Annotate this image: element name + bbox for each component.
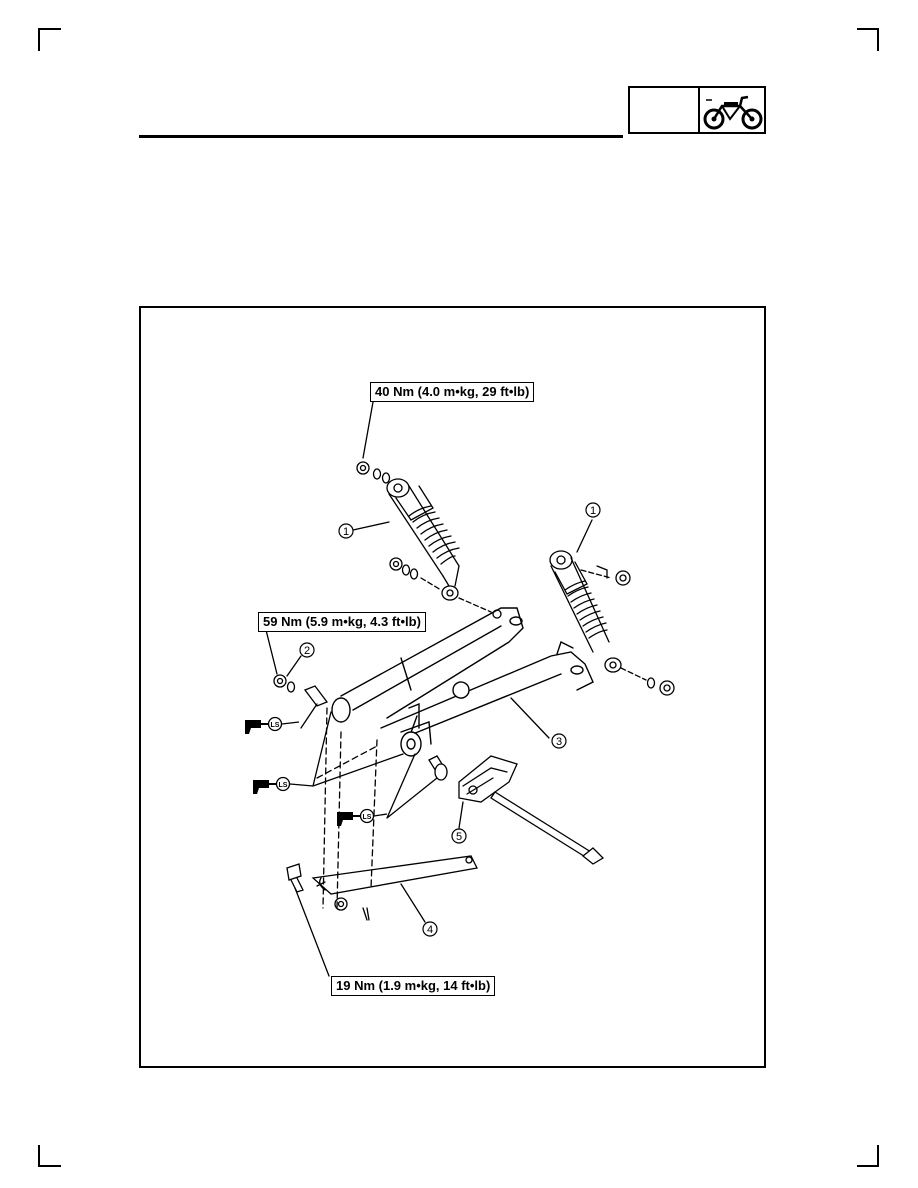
diagram-frame: LS LS LS 1 1 2 3 5 (139, 306, 766, 1068)
leader-part-4 (400, 883, 426, 923)
right-shock-top-bolt (580, 565, 631, 586)
grease-symbol-2: LS (253, 776, 314, 794)
callout-shock-left: 1 (343, 526, 349, 538)
torque-spec-top-nut: 40 Nm (4.0 m•kg, 29 ft•lb) (370, 382, 535, 402)
section-tab-divider (698, 88, 700, 132)
left-shock-lower-nut (389, 557, 502, 619)
right-shock-lower-nut (620, 667, 675, 696)
callout-part-4: 4 (427, 924, 433, 936)
left-shock-absorber (386, 478, 460, 601)
alignment-lines (316, 707, 378, 909)
brake-arm-bolt (286, 863, 304, 893)
leader-part-5 (458, 801, 464, 829)
grease-symbol-3: LS (337, 808, 388, 826)
leader-grease-1 (300, 703, 318, 729)
chain-guide (458, 755, 518, 803)
leader-swingarm (510, 697, 550, 739)
leader-pivot-torque (264, 625, 278, 675)
leader-bottom-torque (294, 887, 330, 977)
torque-spec-bottom-bolt: 19 Nm (1.9 m•kg, 14 ft•lb) (331, 976, 496, 996)
brake-arm (311, 855, 478, 895)
bushings (303, 685, 448, 781)
shock-top-nut (356, 461, 391, 484)
callout-shock-right: 1 (590, 505, 596, 517)
crop-mark-top-right (857, 28, 879, 51)
pivot-shaft (490, 791, 605, 865)
crop-mark-bottom-left (38, 1145, 61, 1167)
rear-suspension-exploded-view: LS LS LS 1 1 2 3 5 (245, 401, 675, 977)
callout-part-2: 2 (304, 645, 310, 657)
right-shock-absorber (549, 550, 622, 673)
grease-symbol-1: LS (245, 716, 300, 734)
callout-swingarm: 3 (556, 736, 562, 748)
callout-part-5: 5 (456, 831, 462, 843)
grease-label-3: LS (363, 814, 372, 821)
grease-label-2: LS (279, 782, 288, 789)
crop-mark-top-left (38, 28, 61, 51)
leader-left-shock (352, 521, 390, 531)
header-rule (139, 135, 623, 138)
motorcycle-icon (703, 95, 763, 130)
leader-grease-3 (386, 753, 438, 819)
torque-spec-pivot-nut: 59 Nm (5.9 m•kg, 4.3 ft•lb) (258, 612, 426, 632)
grease-label-1: LS (271, 722, 280, 729)
pivot-nut (273, 674, 296, 693)
crop-mark-bottom-right (857, 1145, 879, 1167)
section-tab (628, 86, 766, 134)
leader-right-shock (576, 519, 593, 553)
swingarm (331, 607, 594, 757)
leader-grease-2 (312, 711, 404, 787)
leader-top-nut (362, 401, 374, 459)
brake-arm-nut (334, 897, 370, 921)
leader-part-2 (286, 655, 302, 677)
